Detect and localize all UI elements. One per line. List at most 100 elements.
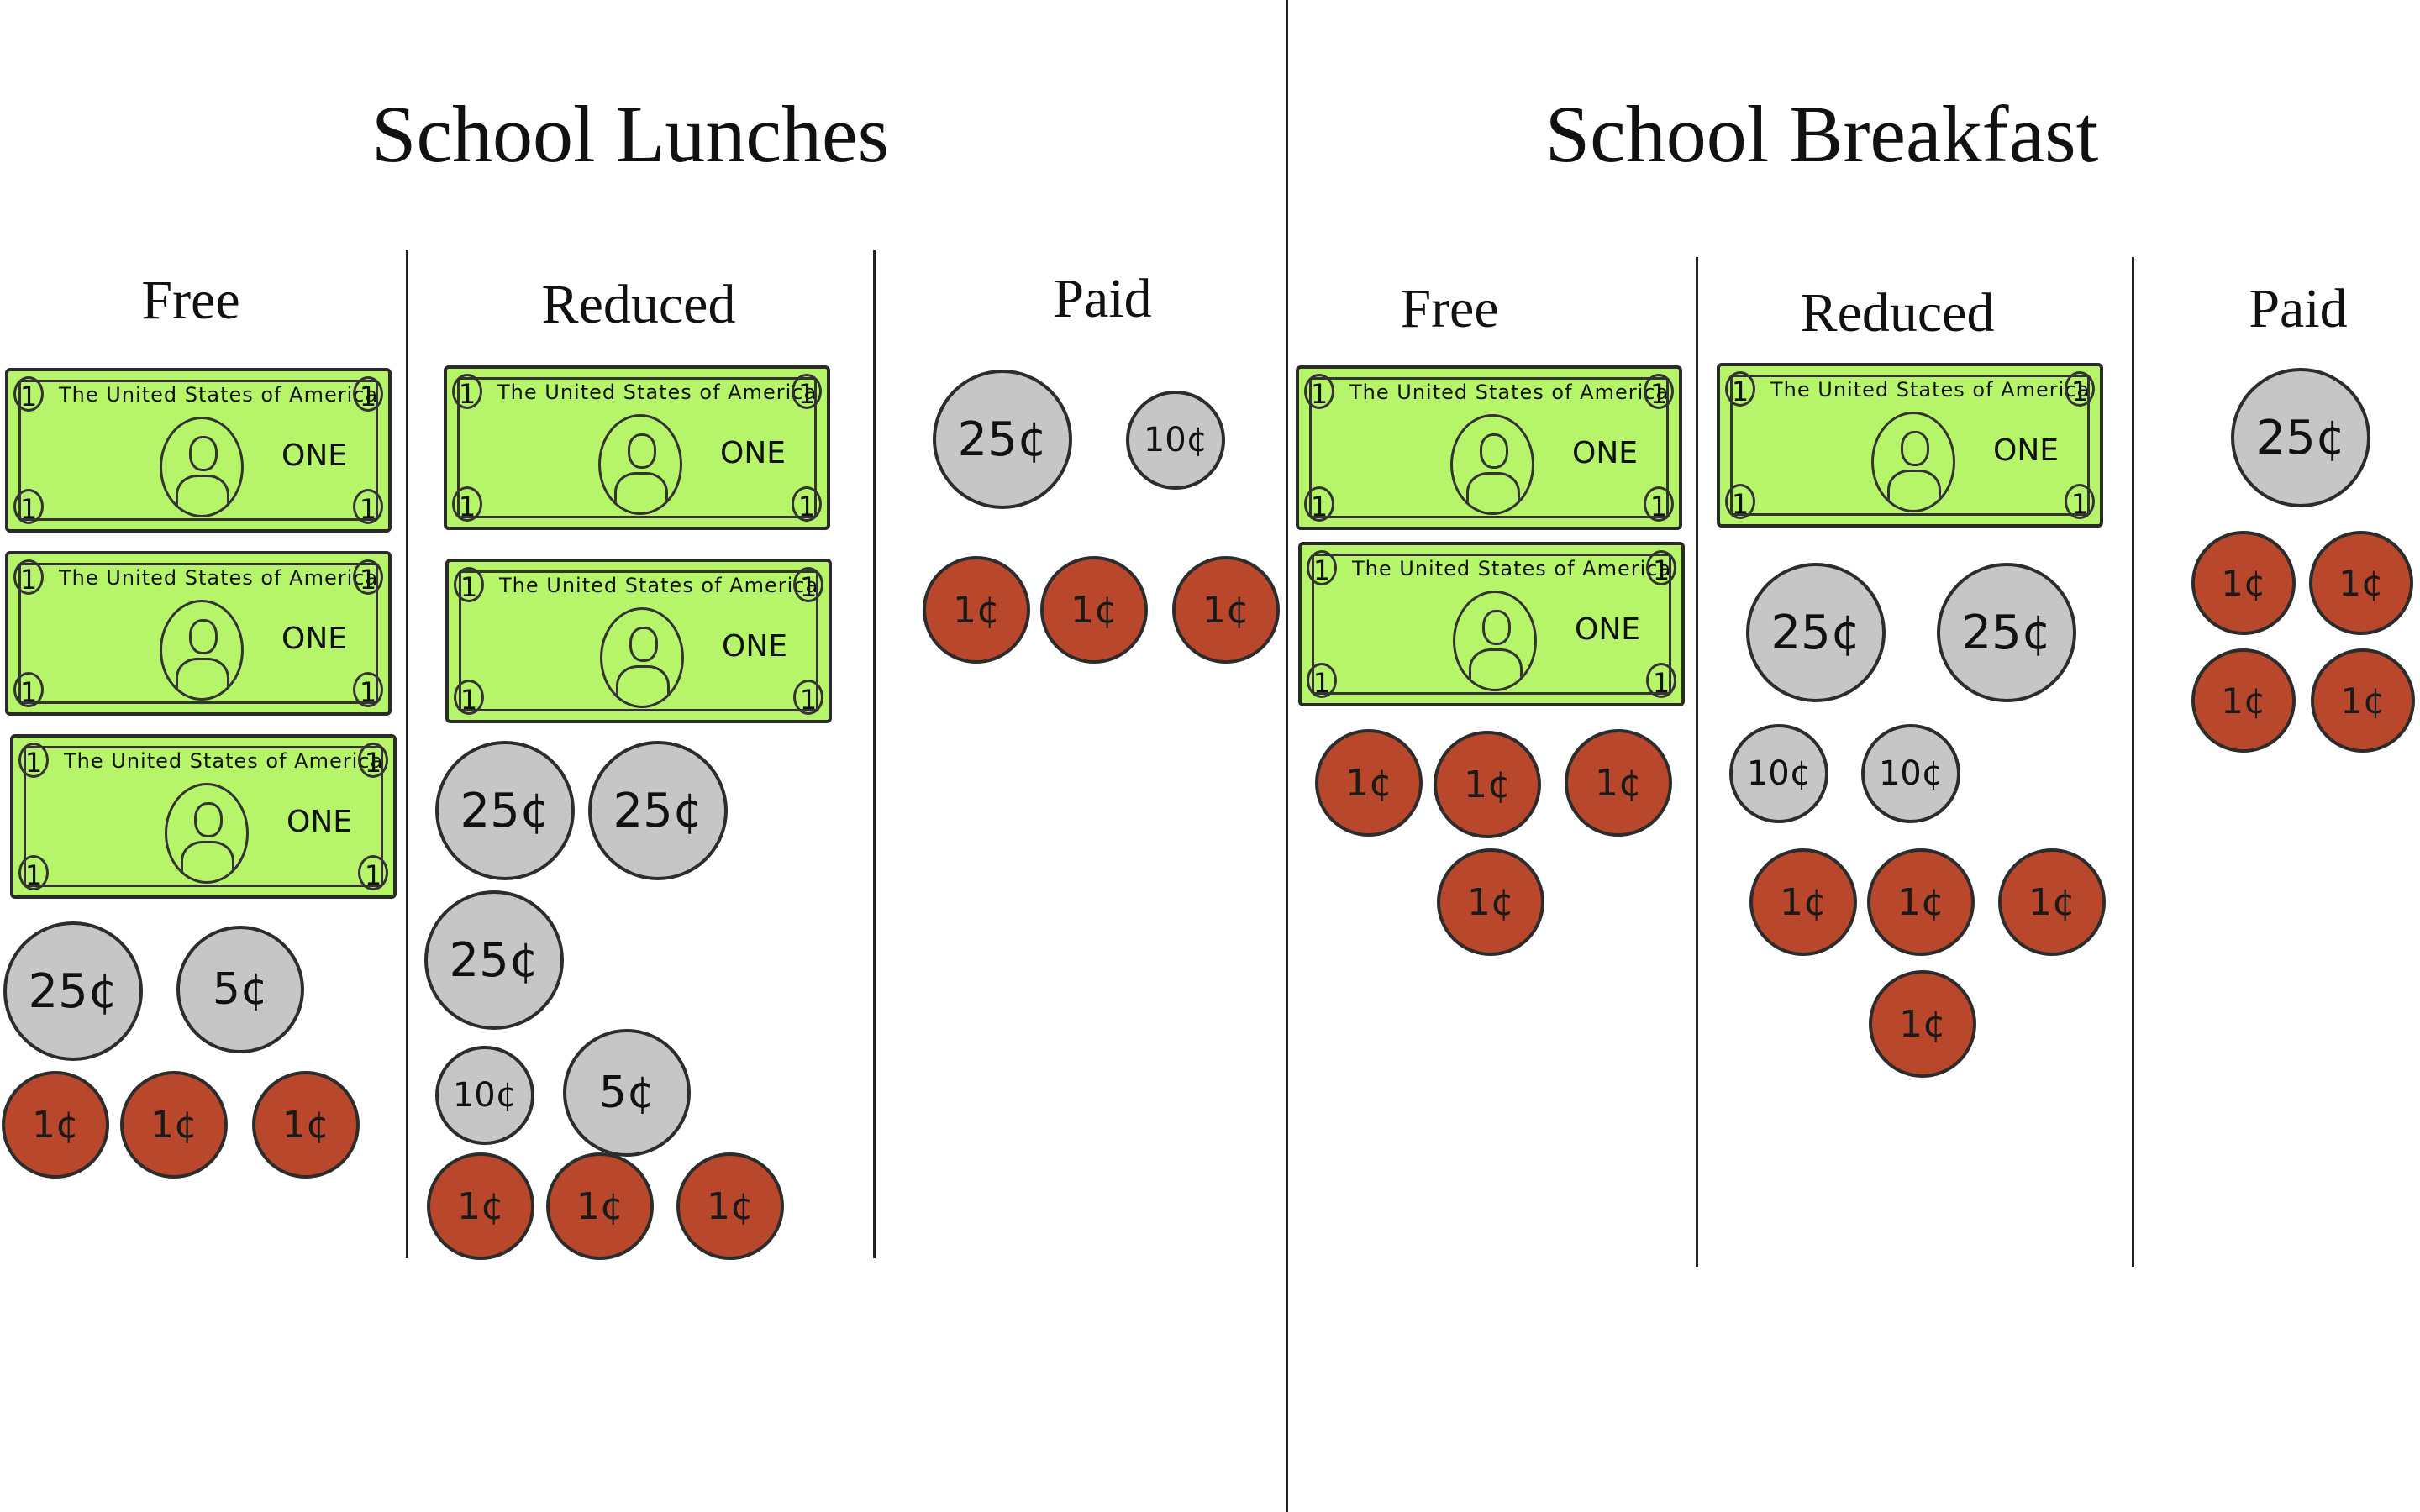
portrait-head xyxy=(189,619,218,654)
portrait-icon xyxy=(165,783,249,884)
bill-denomination: ONE xyxy=(722,629,788,664)
bill-header: The United States of America xyxy=(497,381,818,404)
bill-corner-numeral: 1 xyxy=(1646,663,1676,699)
portrait-body xyxy=(176,658,229,698)
silver-coin: 5¢ xyxy=(563,1029,691,1157)
column-label-breakfast-free: Free xyxy=(1400,278,1499,339)
bill-corner-numeral: 1 xyxy=(2065,484,2095,520)
bill-border xyxy=(459,570,818,711)
bill-header: The United States of America xyxy=(59,566,379,590)
bill-corner-numeral: 1 xyxy=(1644,486,1674,522)
bill-border xyxy=(24,746,383,887)
bill-corner-numeral: 1 xyxy=(1304,374,1334,410)
bill-corner-numeral: 1 xyxy=(793,680,823,716)
bill-corner-numeral: 1 xyxy=(454,680,484,716)
penny-coin: 1¢ xyxy=(1749,848,1857,956)
silver-coin: 25¢ xyxy=(1937,563,2076,702)
bill-border xyxy=(18,380,378,521)
penny-coin: 1¢ xyxy=(2309,531,2413,635)
bill-corner-numeral: 1 xyxy=(792,374,822,410)
portrait-icon xyxy=(1450,414,1534,515)
bill-denomination: ONE xyxy=(1575,612,1641,647)
silver-coin: 25¢ xyxy=(933,370,1072,509)
bill-denomination: ONE xyxy=(281,622,348,656)
portrait-icon xyxy=(600,607,684,708)
portrait-body xyxy=(176,475,229,515)
penny-coin: 1¢ xyxy=(120,1071,228,1179)
bill-corner-numeral: 1 xyxy=(1644,374,1674,410)
silver-coin: 10¢ xyxy=(1729,724,1828,823)
bill-denomination: ONE xyxy=(720,436,786,470)
penny-coin: 1¢ xyxy=(2311,648,2415,753)
bill-corner-numeral: 1 xyxy=(13,559,44,596)
portrait-body xyxy=(1887,470,1941,510)
bill-corner-numeral: 1 xyxy=(358,855,388,891)
penny-coin: 1¢ xyxy=(546,1152,654,1260)
bill-corner-numeral: 1 xyxy=(452,486,482,522)
column-label-breakfast-reduced: Reduced xyxy=(1800,282,1995,344)
portrait-head xyxy=(629,627,658,662)
column-divider xyxy=(2132,257,2134,1267)
bill-corner-numeral: 1 xyxy=(18,855,49,891)
column-label-lunch-reduced: Reduced xyxy=(541,274,736,335)
silver-coin: 25¢ xyxy=(424,890,564,1030)
portrait-head xyxy=(194,802,223,837)
penny-coin: 1¢ xyxy=(2191,531,2296,635)
bill-corner-numeral: 1 xyxy=(454,567,484,603)
bill-denomination: ONE xyxy=(1993,433,2060,468)
silver-coin: 10¢ xyxy=(1126,391,1225,490)
penny-coin: 1¢ xyxy=(1172,556,1280,664)
bill-corner-numeral: 1 xyxy=(1307,550,1337,586)
bill-corner-numeral: 1 xyxy=(353,559,383,596)
bill-border xyxy=(1730,375,2090,516)
portrait-body xyxy=(1466,472,1520,512)
bill-denomination: ONE xyxy=(287,805,353,839)
bill-corner-numeral: 1 xyxy=(1646,550,1676,586)
column-divider xyxy=(873,250,876,1258)
column-label-lunch-paid: Paid xyxy=(1053,268,1152,329)
portrait-icon xyxy=(1453,591,1537,691)
penny-coin: 1¢ xyxy=(923,556,1030,664)
portrait-body xyxy=(1469,648,1523,689)
portrait-body xyxy=(616,665,670,706)
portrait-icon xyxy=(598,414,682,515)
portrait-head xyxy=(1901,431,1929,466)
bill-border xyxy=(18,563,378,704)
bill-corner-numeral: 1 xyxy=(1307,663,1337,699)
bill-corner-numeral: 1 xyxy=(353,376,383,412)
silver-coin: 25¢ xyxy=(588,741,728,880)
portrait-head xyxy=(1482,610,1511,645)
bill-corner-numeral: 1 xyxy=(13,376,44,412)
column-divider xyxy=(406,250,408,1258)
bill-corner-numeral: 1 xyxy=(793,567,823,603)
bill-border xyxy=(1312,554,1671,695)
silver-coin: 5¢ xyxy=(176,926,304,1053)
bill-corner-numeral: 1 xyxy=(353,489,383,525)
bill-header: The United States of America xyxy=(59,383,379,407)
penny-coin: 1¢ xyxy=(1437,848,1544,956)
bill-header: The United States of America xyxy=(1349,381,1670,404)
bill-corner-numeral: 1 xyxy=(358,743,388,779)
portrait-head xyxy=(189,436,218,471)
penny-coin: 1¢ xyxy=(1869,970,1976,1078)
penny-coin: 1¢ xyxy=(2,1071,109,1179)
portrait-icon xyxy=(160,600,244,701)
section-title-lunch: School Lunches xyxy=(371,89,889,179)
silver-coin: 25¢ xyxy=(1746,563,1886,702)
bill-corner-numeral: 1 xyxy=(2065,371,2095,407)
bill-header: The United States of America xyxy=(64,749,384,773)
penny-coin: 1¢ xyxy=(2191,648,2296,753)
bill-corner-numeral: 1 xyxy=(353,672,383,708)
silver-coin: 10¢ xyxy=(435,1046,534,1145)
bill-corner-numeral: 1 xyxy=(1725,371,1755,407)
silver-coin: 10¢ xyxy=(1861,724,1960,823)
bill-corner-numeral: 1 xyxy=(792,486,822,522)
bill-denomination: ONE xyxy=(281,438,348,473)
bill-border xyxy=(1309,377,1669,518)
portrait-head xyxy=(628,433,656,469)
